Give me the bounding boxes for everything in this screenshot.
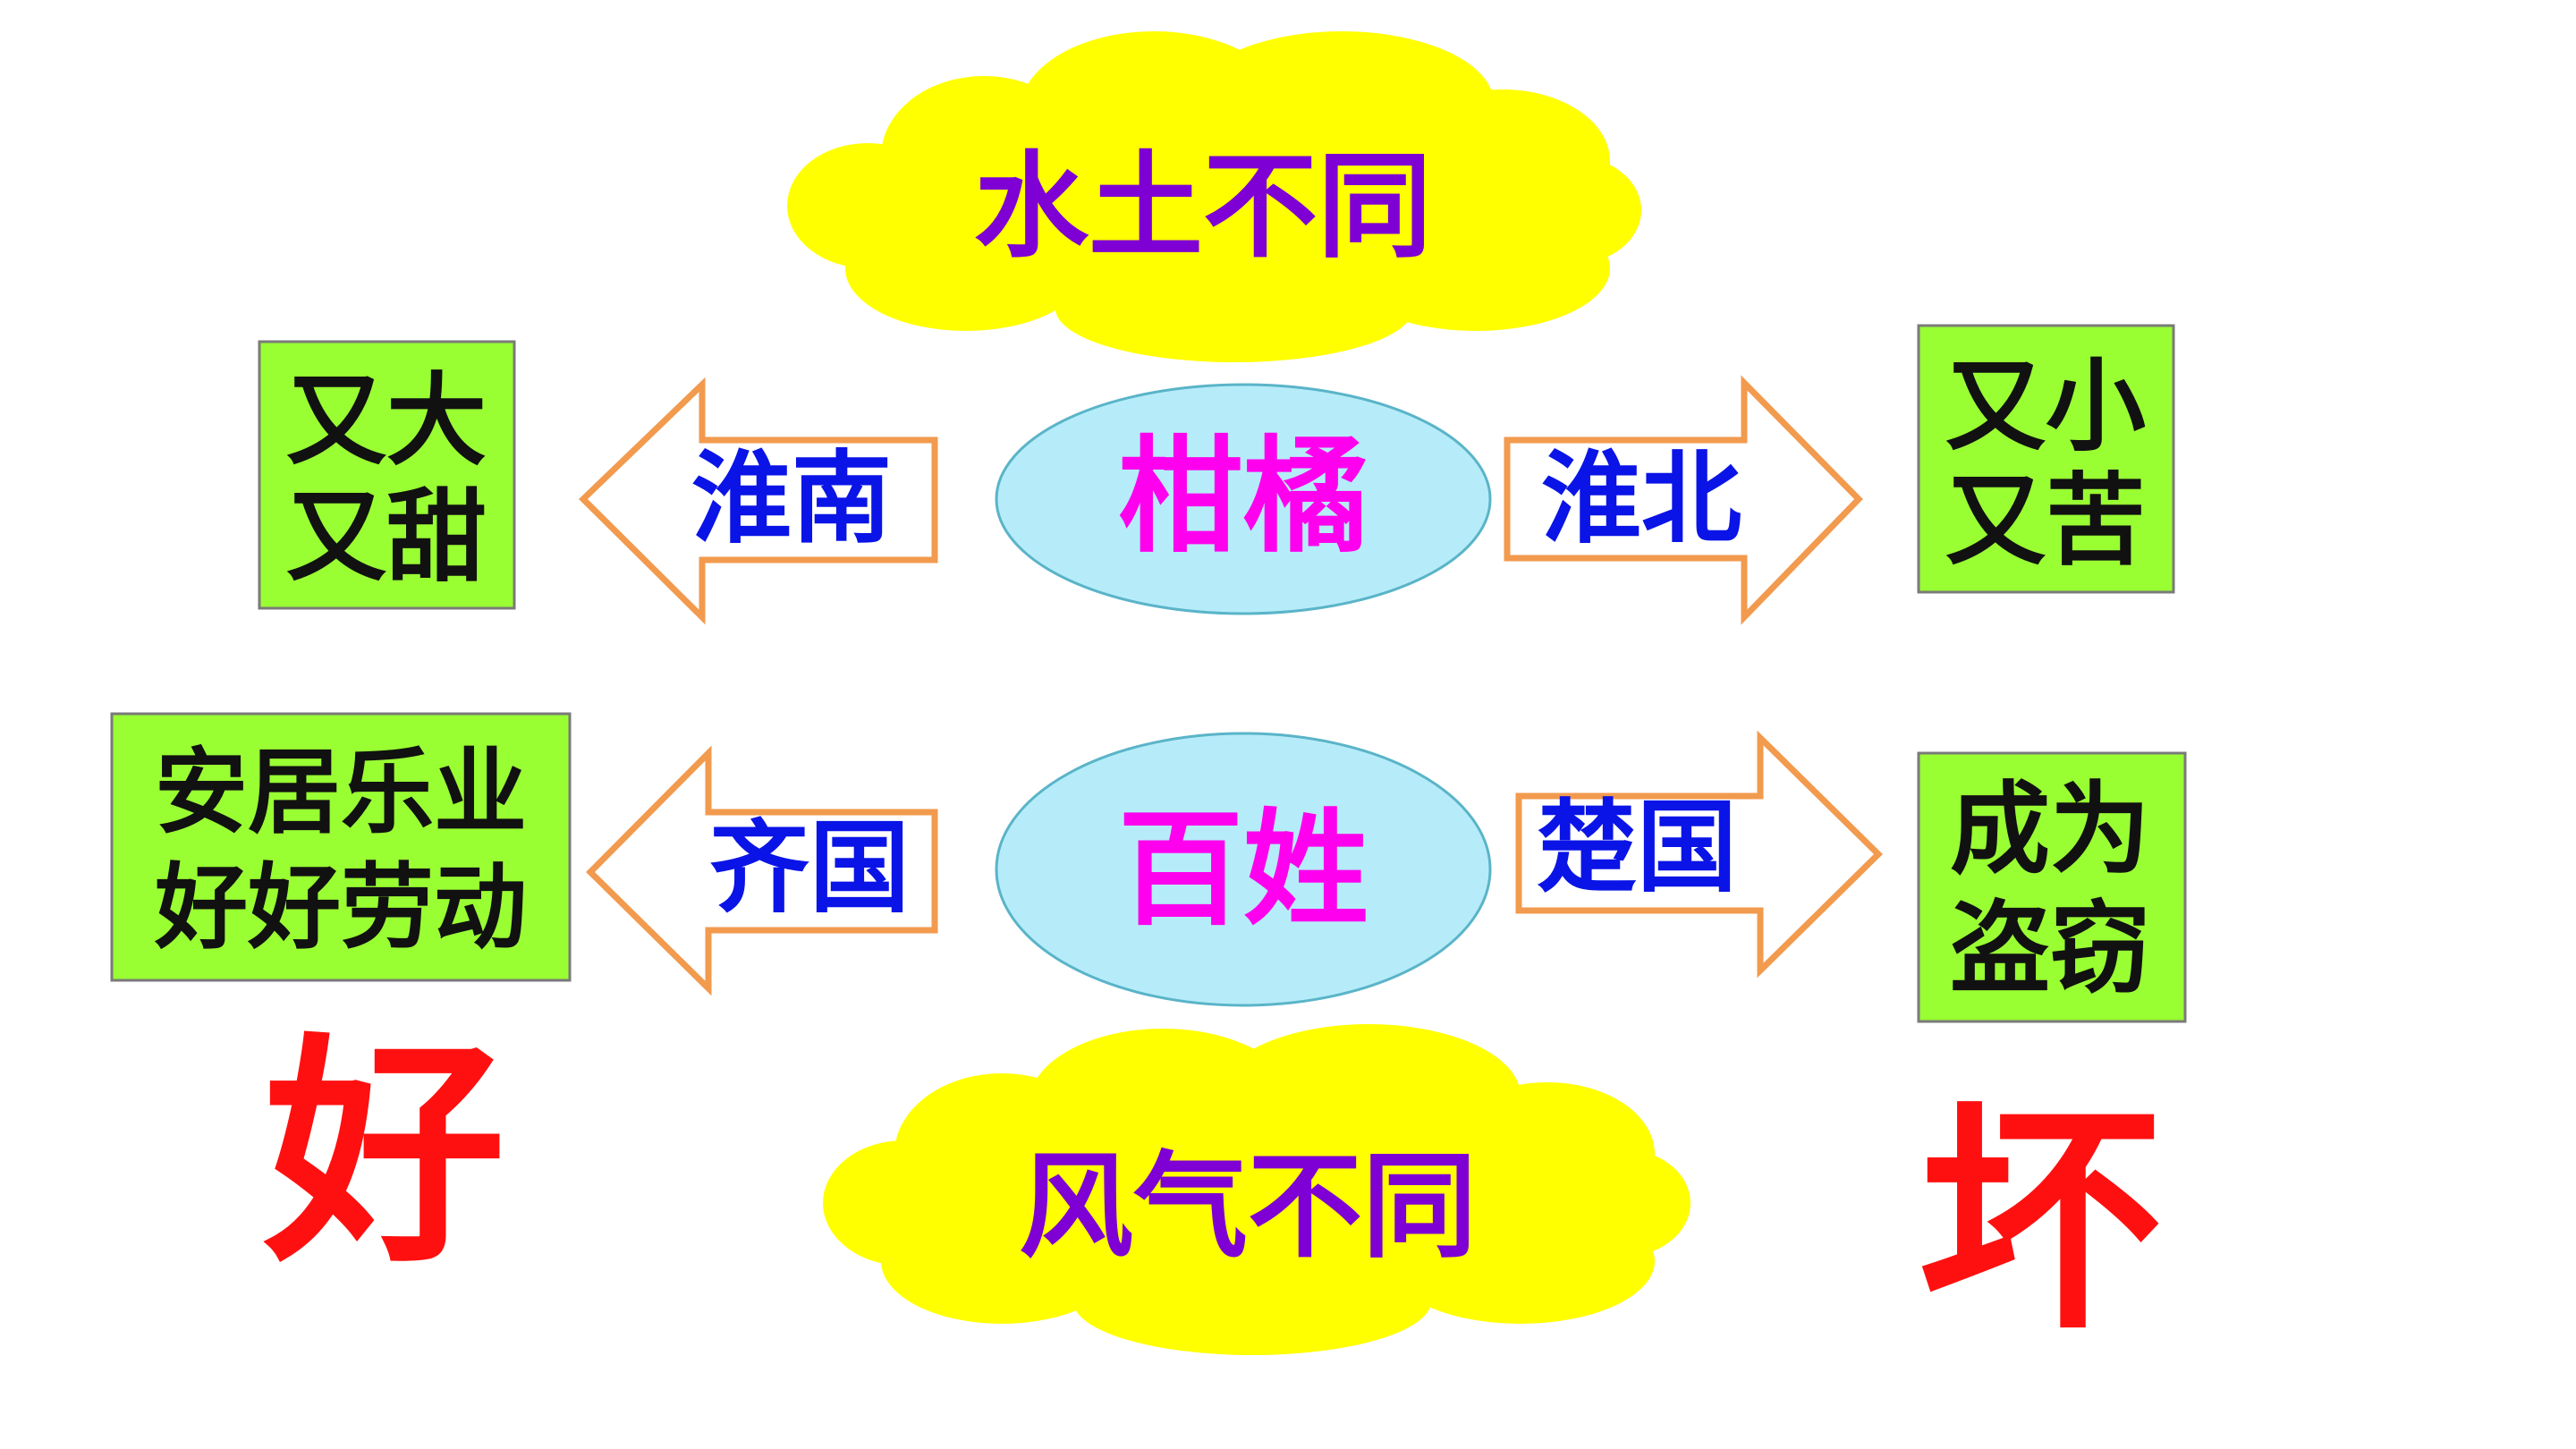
chu-label: 楚国 bbox=[1537, 790, 1737, 906]
box-live-work bbox=[110, 712, 572, 982]
qi-label: 齐国 bbox=[709, 810, 910, 927]
arrow-right-chu bbox=[1515, 730, 1883, 979]
huaibei-label: 淮北 bbox=[1541, 441, 1741, 557]
people-ellipse bbox=[995, 732, 1492, 1007]
citrus-label: 柑橘 bbox=[1118, 425, 1368, 571]
box-small-bitter-line1: 又小 bbox=[1945, 349, 2146, 465]
box-big-sweet-line1: 又大 bbox=[286, 363, 487, 479]
huainan-label: 淮南 bbox=[691, 441, 892, 557]
box-become-thieves-line2: 盗窃 bbox=[1950, 891, 2150, 1007]
arrow-right-huaibei bbox=[1504, 375, 1863, 625]
top-cloud-shape bbox=[787, 31, 1641, 362]
box-become-thieves-line1: 成为 bbox=[1950, 772, 2150, 888]
citrus-ellipse bbox=[995, 383, 1492, 615]
people-label: 百姓 bbox=[1118, 798, 1368, 944]
box-live-work-line1: 安居乐业 bbox=[155, 737, 527, 846]
verdict-bad: 坏 bbox=[1919, 1080, 2160, 1362]
bottom-cloud-text: 风气不同 bbox=[1019, 1140, 1477, 1274]
top-cloud: 水土不同 bbox=[787, 31, 1641, 362]
top-cloud-text: 水土不同 bbox=[974, 140, 1432, 274]
box-become-thieves bbox=[1917, 751, 2187, 1023]
box-big-sweet-line2: 又甜 bbox=[286, 479, 487, 596]
box-live-work-line2: 好好劳动 bbox=[154, 852, 527, 962]
box-small-bitter bbox=[1917, 324, 2175, 594]
box-big-sweet bbox=[258, 340, 516, 610]
arrow-left-qi bbox=[586, 745, 938, 996]
row-people: 百姓 齐国 楚国 安居乐业 好好劳动 成为 盗窃 bbox=[110, 712, 2187, 1023]
verdict-good: 好 bbox=[260, 1013, 505, 1295]
arrow-left-huainan bbox=[578, 377, 938, 625]
bottom-cloud: 风气不同 bbox=[823, 1024, 1690, 1355]
row-citrus: 柑橘 淮南 淮北 又大 又甜 又小 又苦 bbox=[258, 324, 2175, 625]
bottom-cloud-shape bbox=[823, 1024, 1690, 1355]
box-small-bitter-line2: 又苦 bbox=[1945, 463, 2146, 580]
